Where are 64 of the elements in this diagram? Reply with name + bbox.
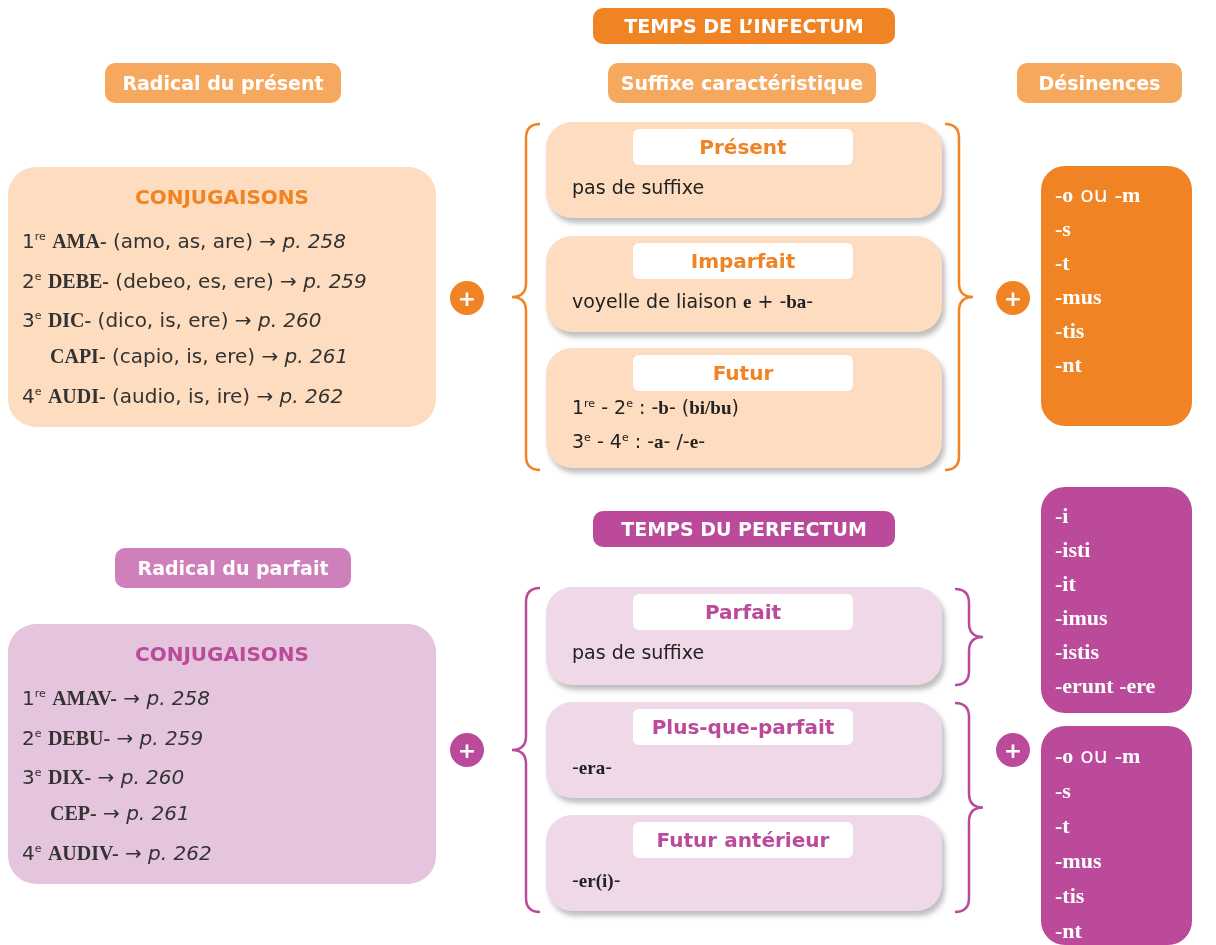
heading-banner: TEMPS DE L’INFECTUM: [593, 8, 895, 44]
suffix-text: -er(i)-: [572, 869, 621, 892]
tense-card: [546, 702, 942, 798]
heading-banner: TEMPS DU PERFECTUM: [593, 511, 895, 547]
ending-text: -imus: [1055, 604, 1109, 632]
plus-sign: +: [996, 733, 1030, 767]
card-heading: CONJUGAISONS: [134, 185, 310, 209]
heading-banner: Radical du présent: [105, 63, 341, 103]
ending-text: -mus: [1055, 283, 1103, 311]
conjugation-line: 1$^{re}$ AMA- (amo, as, are) → p. 258: [22, 227, 348, 255]
tense-heading: Parfait: [633, 594, 853, 630]
suffix-text: pas de suffixe: [572, 176, 705, 198]
suffix-text: 1$^{re}$ - 2$^{e}$ : -b- (bi/bu): [572, 396, 739, 419]
tense-card: [546, 348, 942, 468]
ending-text: -nt: [1055, 351, 1083, 379]
ending-text: -erunt -ere: [1055, 672, 1157, 700]
ending-text: -mus: [1055, 847, 1103, 875]
ending-text: -t: [1055, 249, 1071, 277]
conjugation-line: 3$^{e}$ DIX- → p. 260: [22, 763, 186, 791]
heading-banner: Désinences: [1017, 63, 1182, 103]
suffix-text: -era-: [572, 756, 613, 779]
suffix-text: pas de suffixe: [572, 641, 705, 663]
tense-heading: Imparfait: [633, 243, 853, 279]
ending-text: -it: [1055, 570, 1077, 598]
tense-card: [546, 122, 942, 218]
ending-list-card: [1041, 726, 1192, 945]
tense-card: [546, 236, 942, 332]
plus-sign: +: [996, 281, 1030, 315]
ending-text: -i: [1055, 502, 1070, 530]
tense-heading: Présent: [633, 129, 853, 165]
ending-list-card: [1041, 166, 1192, 426]
heading-banner: Radical du parfait: [115, 548, 351, 588]
conjugation-line: CEP- → p. 261: [49, 799, 191, 827]
conjugation-line: 2$^{e}$ DEBU- → p. 259: [22, 724, 205, 752]
tense-card: [546, 815, 942, 911]
conjugation-line: 2$^{e}$ DEBE- (debeo, es, ere) → p. 259: [22, 267, 368, 295]
ending-text: -nt: [1055, 917, 1083, 945]
heading-banner: Suffixe caractéristique: [608, 63, 876, 103]
conjugation-line: 4$^{e}$ AUDI- (audio, is, ire) → p. 262: [22, 382, 345, 410]
ending-text: -tis: [1055, 317, 1086, 345]
tense-heading: Futur antérieur: [633, 822, 853, 858]
conjugation-card: [8, 624, 436, 884]
conjugation-line: 1$^{re}$ AMAV- → p. 258: [22, 684, 212, 712]
ending-text: -istis: [1055, 638, 1100, 666]
ending-text: -s: [1055, 215, 1072, 243]
ending-text: -isti: [1055, 536, 1092, 564]
tense-card: [546, 587, 942, 685]
conjugation-line: 3$^{e}$ DIC- (dico, is, ere) → p. 260: [22, 306, 323, 334]
conjugation-line: CAPI- (capio, is, ere) → p. 261: [49, 342, 350, 370]
ending-text: -s: [1055, 777, 1072, 805]
suffix-text: 3$^{e}$ - 4$^{e}$ : -a- /-e-: [572, 430, 705, 453]
ending-text: -o ou -m: [1055, 181, 1142, 209]
card-heading: CONJUGAISONS: [134, 642, 310, 666]
tense-heading: Futur: [633, 355, 853, 391]
ending-text: -tis: [1055, 882, 1086, 910]
ending-text: -t: [1055, 812, 1071, 840]
plus-sign: +: [450, 281, 484, 315]
suffix-text: voyelle de liaison e + -ba-: [572, 290, 814, 313]
tense-heading: Plus-que-parfait: [633, 709, 853, 745]
ending-list-card: [1041, 487, 1192, 713]
conjugation-line: 4$^{e}$ AUDIV- → p. 262: [22, 839, 213, 867]
plus-sign: +: [450, 733, 484, 767]
ending-text: -o ou -m: [1055, 742, 1142, 770]
conjugation-card: [8, 167, 436, 427]
